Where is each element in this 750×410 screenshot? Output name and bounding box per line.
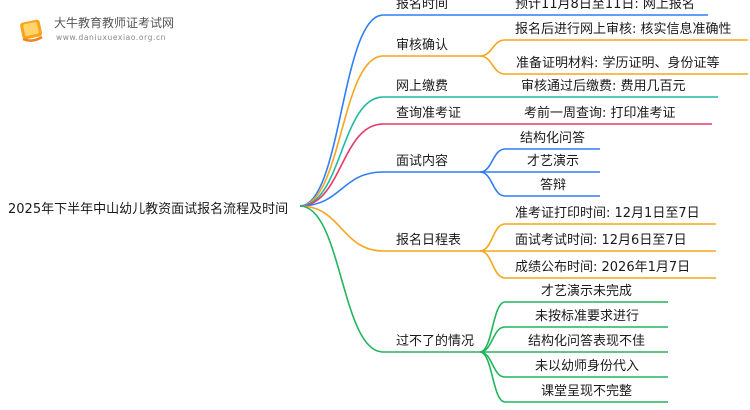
child-label: 准考证打印时间: 12月1日至7日 xyxy=(515,206,700,221)
child-connector xyxy=(479,171,600,197)
branch-connector xyxy=(299,205,480,252)
brand-url: www.daniuxuexiao.org.cn xyxy=(56,33,167,42)
child-label: 未按标准要求进行 xyxy=(535,309,640,324)
branch-label: 面试内容 xyxy=(396,154,449,169)
child-label: 成绩公布时间: 2026年1月7日 xyxy=(515,260,691,275)
brand-name: 大牛教育教师证考试网 xyxy=(54,16,175,30)
child-label: 准备证明材料: 学历证明、身份证等 xyxy=(516,56,720,71)
branch-label: 报名时间 xyxy=(396,0,449,12)
branch-connector xyxy=(299,55,480,207)
child-label: 考前一周查询: 打印准考证 xyxy=(524,106,676,121)
branch-connector xyxy=(299,123,480,207)
child-label: 结构化问答表现不佳 xyxy=(528,334,646,349)
branch-connector xyxy=(299,171,480,207)
child-label: 预计11月8日至11日: 网上报名 xyxy=(515,0,695,12)
child-label: 审核通过后缴费: 费用几百元 xyxy=(521,79,686,94)
branch-label: 网上缴费 xyxy=(396,79,449,94)
branch-connector xyxy=(299,205,480,353)
child-label: 报名后进行网上审核: 核实信息准确性 xyxy=(515,22,732,37)
child-label: 未以幼师身份代入 xyxy=(535,359,640,374)
branch-label: 报名日程表 xyxy=(396,233,462,248)
child-label: 结构化问答 xyxy=(520,131,586,146)
child-connector xyxy=(479,250,716,279)
branch-connector xyxy=(299,14,480,207)
child-connector xyxy=(479,39,748,57)
child-connector xyxy=(479,148,600,173)
child-label: 才艺演示 xyxy=(527,154,580,169)
child-label: 课堂呈现不完整 xyxy=(541,384,633,399)
child-label: 面试考试时间: 12月6日至7日 xyxy=(515,233,687,248)
branch-connector xyxy=(299,96,480,207)
root-topic: 2025年下半年中山幼儿教资面试报名流程及时间 xyxy=(8,202,289,217)
child-label: 答辩 xyxy=(540,178,567,193)
child-connector xyxy=(479,351,668,403)
child-connector xyxy=(479,55,748,75)
branch-label: 过不了的情况 xyxy=(396,334,475,349)
child-connector xyxy=(479,223,716,252)
branch-label: 查询准考证 xyxy=(396,106,462,121)
child-label: 才艺演示未完成 xyxy=(541,284,633,299)
branch-label: 审核确认 xyxy=(396,38,449,53)
child-connector xyxy=(479,326,668,353)
book-logo-icon xyxy=(15,14,49,46)
